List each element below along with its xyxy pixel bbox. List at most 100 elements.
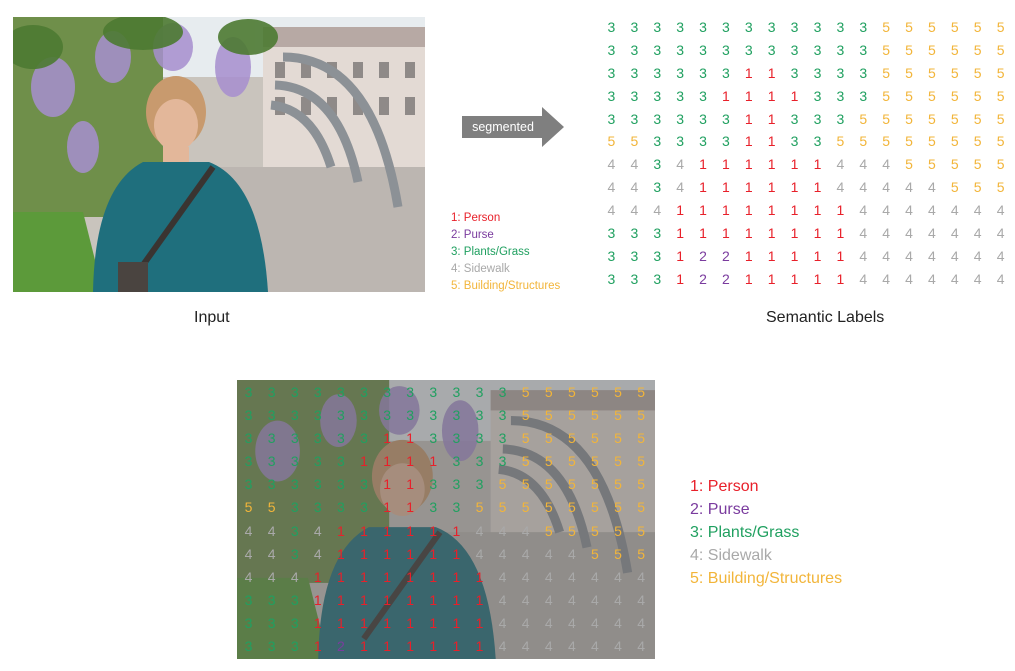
label-cell: 3 bbox=[630, 225, 639, 242]
label-cell: 1 bbox=[676, 270, 685, 287]
label-cell: 1 bbox=[813, 202, 822, 219]
label-cell: 3 bbox=[290, 638, 299, 655]
label-cell: 5 bbox=[996, 156, 1005, 173]
label-cell: 1 bbox=[313, 568, 322, 585]
label-cell: 5 bbox=[950, 41, 959, 58]
label-cell: 3 bbox=[813, 19, 822, 35]
input-photo bbox=[13, 17, 425, 292]
label-cell: 1 bbox=[337, 545, 345, 562]
label-cell: 5 bbox=[973, 64, 982, 81]
label-cell: 3 bbox=[452, 430, 461, 447]
label-cell: 1 bbox=[744, 247, 753, 264]
label-cell: 5 bbox=[591, 407, 599, 424]
label-cell: 1 bbox=[790, 202, 799, 219]
label-cell: 3 bbox=[429, 430, 438, 447]
label-cell: 4 bbox=[836, 156, 845, 173]
label-cell: 3 bbox=[360, 384, 368, 400]
label-cell: 4 bbox=[905, 202, 913, 219]
label-cell: 3 bbox=[676, 41, 685, 58]
label-cell: 4 bbox=[521, 614, 530, 631]
label-cell: 5 bbox=[950, 156, 959, 173]
label-cell: 3 bbox=[313, 407, 322, 424]
label-cell: 4 bbox=[905, 247, 913, 264]
label-cell: 3 bbox=[337, 476, 345, 493]
label-cell: 1 bbox=[767, 179, 776, 196]
label-cell: 4 bbox=[882, 202, 891, 219]
label-cell: 4 bbox=[676, 156, 685, 173]
label-cell: 1 bbox=[406, 522, 415, 539]
label-cell: 5 bbox=[475, 499, 484, 516]
label-cell: 4 bbox=[859, 156, 868, 173]
legend-entry-2: 2: Purse bbox=[690, 501, 750, 518]
label-cell: 4 bbox=[859, 247, 868, 264]
label-cell: 5 bbox=[498, 476, 507, 493]
label-cell: 2 bbox=[722, 270, 730, 287]
label-cell: 5 bbox=[882, 133, 891, 150]
label-cell: 3 bbox=[313, 476, 322, 493]
label-cell: 4 bbox=[950, 225, 959, 242]
label-cell: 1 bbox=[767, 225, 776, 242]
label-cell: 2 bbox=[722, 247, 730, 264]
label-cell: 3 bbox=[607, 270, 616, 287]
label-cell: 5 bbox=[950, 87, 959, 104]
label-cell: 3 bbox=[498, 453, 507, 470]
label-cell: 1 bbox=[383, 522, 391, 539]
label-cell: 4 bbox=[267, 522, 276, 539]
label-cell: 5 bbox=[544, 430, 553, 447]
label-cell: 3 bbox=[267, 476, 276, 493]
label-cell: 5 bbox=[905, 156, 913, 173]
label-cell: 4 bbox=[591, 614, 599, 631]
label-cell: 4 bbox=[498, 614, 507, 631]
label-cell: 5 bbox=[614, 407, 622, 424]
label-cell: 5 bbox=[973, 87, 982, 104]
label-cell: 4 bbox=[950, 247, 959, 264]
label-cell: 3 bbox=[630, 19, 639, 35]
label-cell: 5 bbox=[614, 522, 622, 539]
label-cell: 4 bbox=[498, 638, 507, 655]
label-cell: 1 bbox=[475, 614, 484, 631]
label-cell: 3 bbox=[267, 453, 276, 470]
label-cell: 1 bbox=[313, 638, 322, 655]
label-cell: 1 bbox=[429, 638, 438, 655]
label-cell: 4 bbox=[882, 270, 891, 287]
label-cell: 4 bbox=[973, 202, 982, 219]
label-cell: 5 bbox=[973, 179, 982, 196]
label-cell: 4 bbox=[637, 638, 646, 655]
label-cell: 1 bbox=[337, 614, 345, 631]
label-cell: 3 bbox=[813, 87, 822, 104]
label-cell: 3 bbox=[290, 476, 299, 493]
label-cell: 1 bbox=[337, 568, 345, 585]
label-cell: 3 bbox=[676, 19, 685, 35]
label-cell: 1 bbox=[360, 638, 368, 655]
label-cell: 3 bbox=[452, 453, 461, 470]
label-cell: 3 bbox=[744, 19, 753, 35]
label-cell: 3 bbox=[244, 476, 253, 493]
label-cell: 1 bbox=[699, 202, 707, 219]
label-cell: 1 bbox=[475, 568, 484, 585]
label-cell: 1 bbox=[722, 179, 730, 196]
label-cell: 3 bbox=[676, 110, 685, 127]
label-cell: 4 bbox=[928, 247, 936, 264]
label-cell: 5 bbox=[905, 87, 913, 104]
label-cell: 5 bbox=[905, 64, 913, 81]
label-cell: 1 bbox=[813, 179, 822, 196]
label-cell: 4 bbox=[836, 179, 845, 196]
label-cell: 1 bbox=[406, 591, 415, 608]
label-cell: 3 bbox=[452, 499, 461, 516]
label-cell: 3 bbox=[859, 41, 868, 58]
label-cell: 3 bbox=[360, 430, 368, 447]
label-cell: 3 bbox=[699, 110, 707, 127]
legend-entry-3: 3: Plants/Grass bbox=[451, 246, 530, 258]
legend-entry-2: 2: Purse bbox=[451, 229, 494, 241]
label-cell: 3 bbox=[360, 499, 368, 516]
label-cell: 1 bbox=[836, 202, 845, 219]
label-cell: 1 bbox=[790, 247, 799, 264]
label-cell: 3 bbox=[498, 384, 507, 400]
label-cell: 3 bbox=[767, 19, 776, 35]
label-cell: 3 bbox=[337, 430, 345, 447]
label-cell: 5 bbox=[567, 522, 576, 539]
label-cell: 5 bbox=[928, 19, 936, 35]
label-cell: 5 bbox=[637, 499, 646, 516]
label-cell: 3 bbox=[360, 476, 368, 493]
label-cell: 1 bbox=[722, 87, 730, 104]
